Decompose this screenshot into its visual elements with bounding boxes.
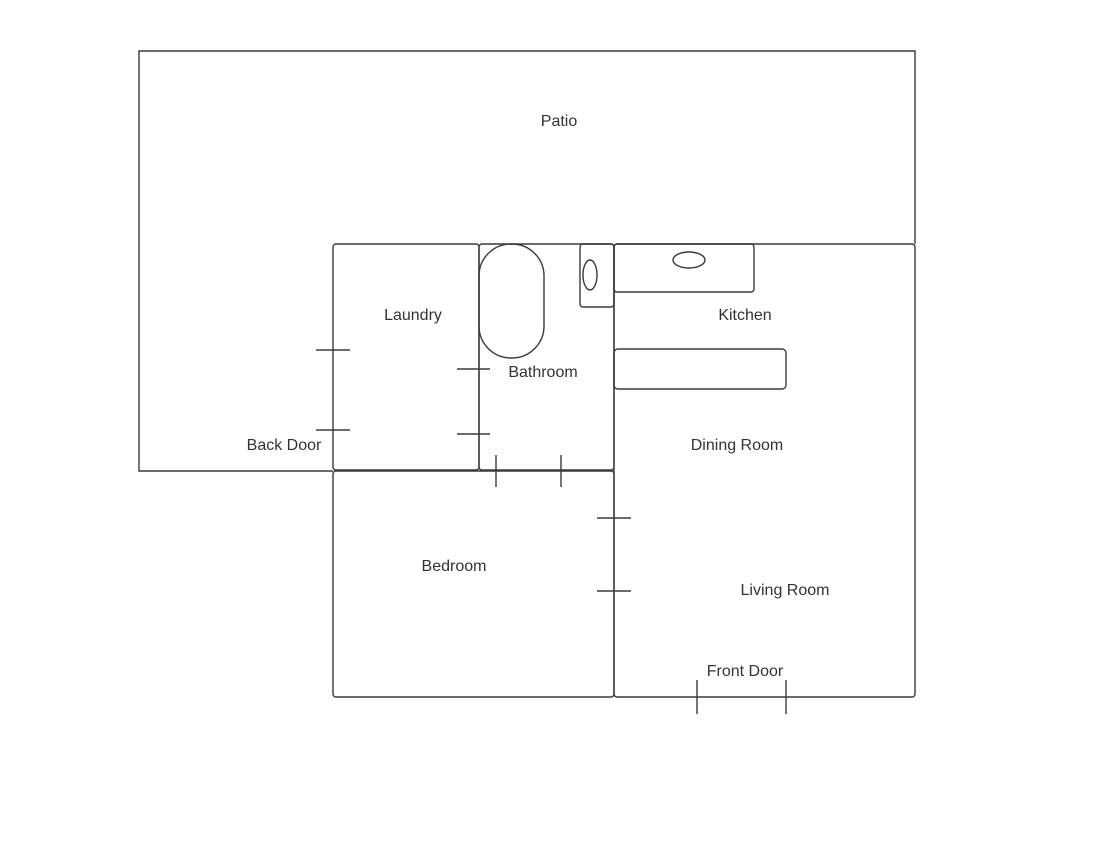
label-laundry: Laundry — [384, 307, 442, 324]
label-patio: Patio — [541, 113, 578, 130]
label-back-door: Back Door — [247, 437, 322, 454]
bathtub — [478, 243, 545, 359]
patio-outline — [138, 50, 916, 472]
kitchen-island — [613, 348, 787, 390]
door-marks — [316, 349, 787, 714]
label-front-door: Front Door — [707, 663, 784, 680]
label-living-room: Living Room — [741, 582, 830, 599]
bedroom-room — [332, 470, 615, 698]
label-bathroom: Bathroom — [508, 364, 577, 381]
kitchen-sink — [672, 251, 706, 269]
label-dining-room: Dining Room — [691, 437, 783, 454]
label-kitchen: Kitchen — [718, 307, 771, 324]
laundry-room — [332, 243, 480, 471]
label-bedroom: Bedroom — [422, 558, 487, 575]
toilet-bowl — [582, 259, 598, 291]
bathroom-room — [478, 243, 615, 471]
main-living-area — [613, 243, 916, 698]
